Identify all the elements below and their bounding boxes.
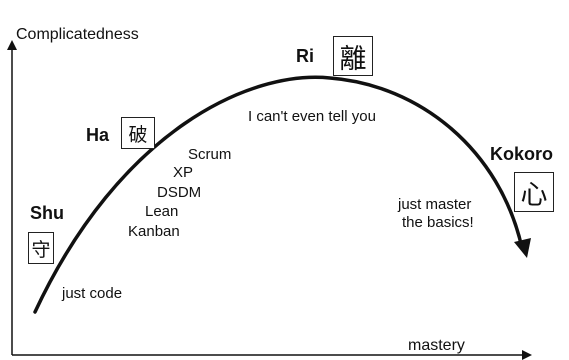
kokoro-kanji-box: 心 [514, 172, 554, 212]
stage-shu-label: Shu [30, 203, 64, 223]
method-kanban: Kanban [128, 223, 180, 240]
curve-arrow-head [514, 238, 531, 258]
ri-kanji-box: 離 [333, 36, 373, 76]
ha-kanji-box: 破 [121, 117, 155, 149]
stage-ha-label: Ha [86, 125, 110, 145]
y-axis-label: Complicatedness [16, 26, 139, 43]
method-lean: Lean [145, 203, 179, 220]
kokoro-note-line-1: just master [398, 196, 472, 213]
kokoro-kanji: 心 [520, 179, 548, 211]
method-scrum: Scrum [188, 146, 232, 163]
method-dsdm: DSDM [157, 184, 202, 201]
kokoro-note-line-2: the basics! [402, 214, 474, 231]
method-xp: XP [173, 164, 194, 181]
ri-note: I can't even tell you [248, 108, 376, 125]
mastery-curve [33, 75, 524, 314]
stage-ri-label: Ri [296, 46, 314, 66]
x-axis-label: mastery [408, 337, 465, 354]
stage-kokoro-label: Kokoro [490, 144, 553, 164]
shu-note: just code [62, 285, 123, 302]
shu-kanji: 守 [31, 238, 51, 261]
ri-kanji: 離 [339, 43, 367, 75]
shu-kanji-box: 守 [28, 232, 54, 264]
ha-kanji: 破 [128, 123, 148, 146]
